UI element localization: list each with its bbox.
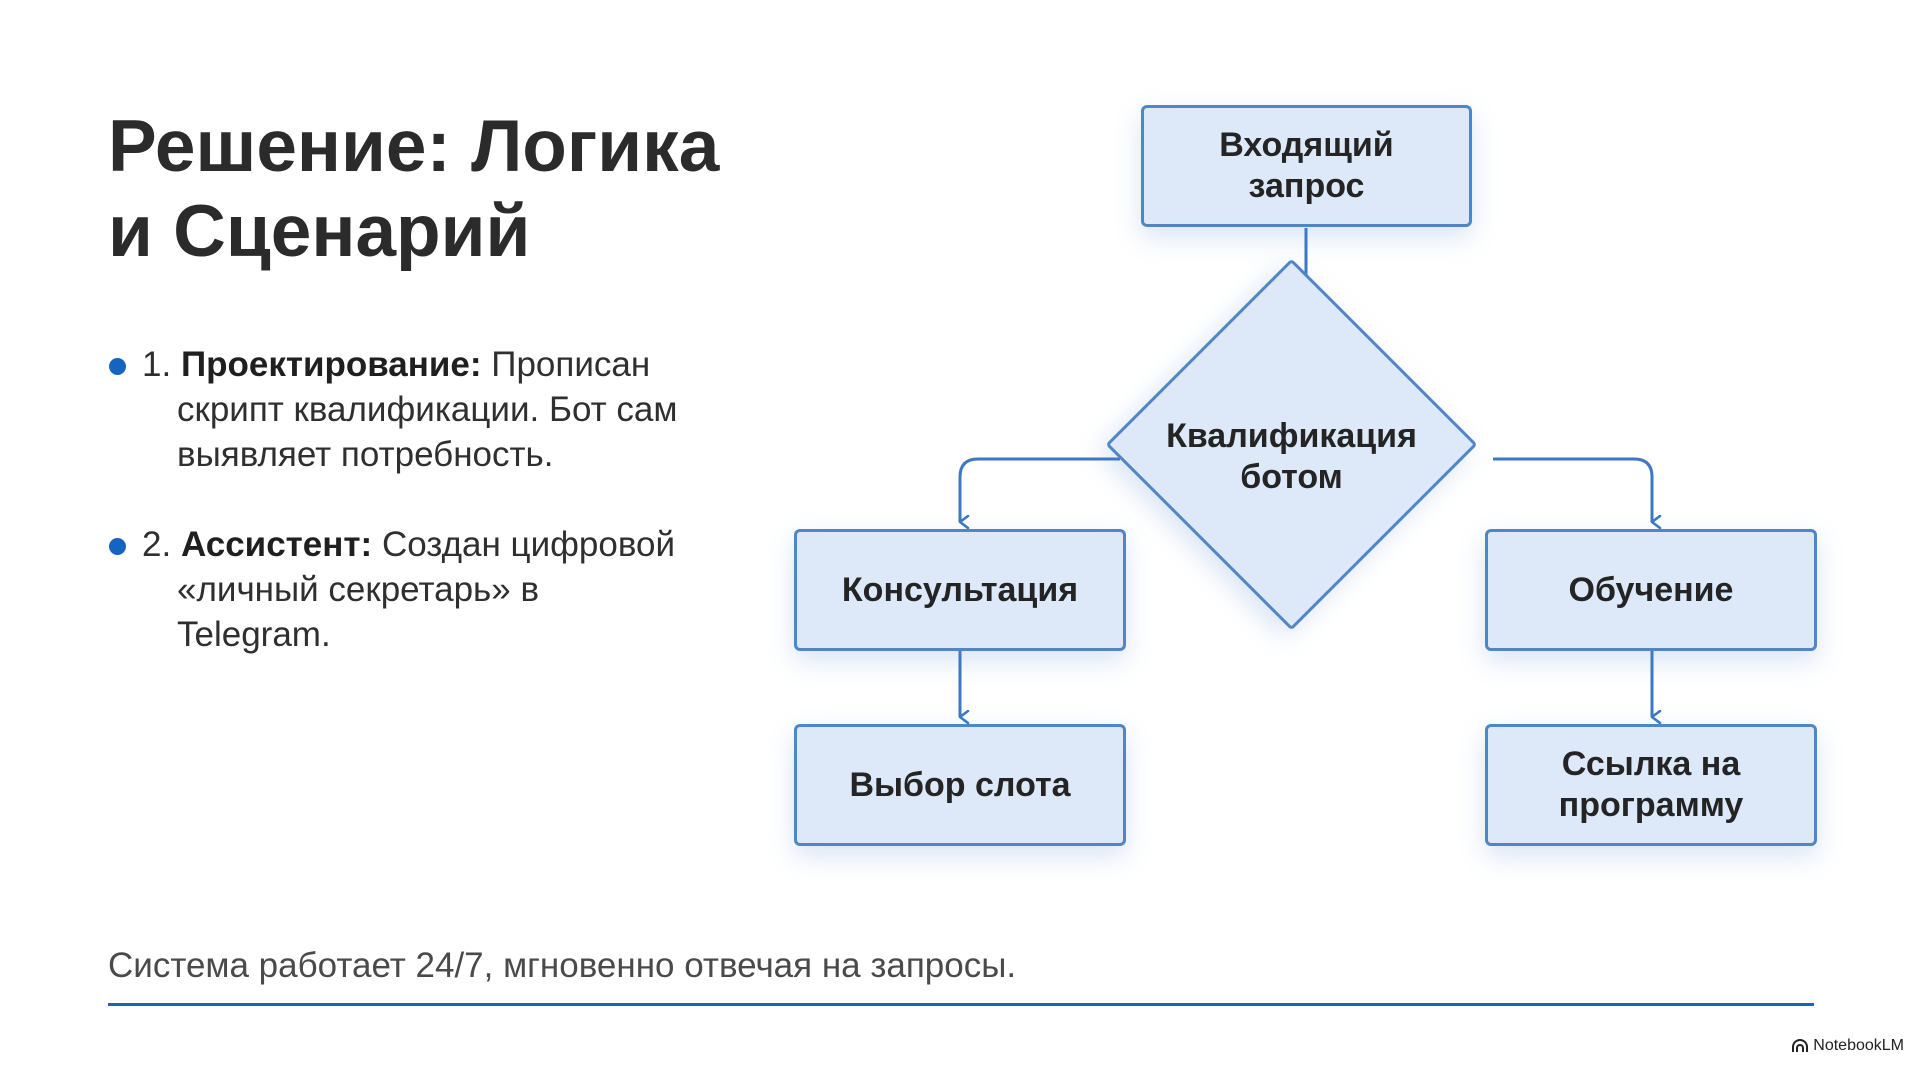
bullet-dot [109,538,126,555]
brand-name: NotebookLM [1813,1037,1904,1054]
node-consultation: Консультация [794,529,1126,651]
slide-title: Решение: Логика и Сценарий [108,104,719,274]
node-label-line: ботом [1240,458,1343,496]
bullet-number: 1. [142,345,172,384]
node-training: Обучение [1485,529,1817,651]
notebooklm-logo-icon [1792,1039,1809,1052]
node-label-line: Ссылка на [1561,745,1741,783]
node-label-line: Консультация [841,570,1079,609]
node-label-line: Входящий [1219,126,1394,164]
node-label-line: Обучение [1568,570,1734,609]
node-label-line: Квалификация [1166,417,1417,455]
bullet-text-line: Создан цифровой [381,525,676,564]
node-label-line: Выбор слота [849,765,1071,804]
edge-qualification-to-consultation [958,457,1120,522]
bullet-text-line: Telegram. [177,615,331,654]
bullet-text-line: выявляет потребность. [177,435,554,474]
node-label-line: программу [1558,786,1744,824]
bullet-item-assistant: 2. Ассистент: Создан цифровой «личный се… [106,522,746,657]
node-slot-choice: Выбор слота [794,724,1126,846]
bullet-term: Ассистент: [180,525,373,564]
bullet-list: 1. Проектирование: Прописан скрипт квали… [106,342,746,657]
node-label-line: запрос [1248,167,1365,205]
bullet-dot [109,358,126,375]
bullet-term: Проектирование: [180,345,482,384]
title-line-2: и Сценарий [108,191,531,272]
bullet-item-design: 1. Проектирование: Прописан скрипт квали… [106,342,746,477]
bullet-text-line: «личный секретарь» в [177,570,540,609]
footer-caption: Система работает 24/7, мгновенно отвечая… [108,946,1017,985]
bullet-text-line: скрипт квалификации. Бот сам [177,390,678,429]
bullet-number: 2. [142,525,172,564]
edge-qualification-to-training [1493,457,1652,522]
footer-divider [108,1003,1814,1006]
bullet-text-line: Прописан [491,345,651,384]
title-line-1: Решение: Логика [108,106,720,187]
brand-watermark: NotebookLM [1791,1037,1904,1055]
